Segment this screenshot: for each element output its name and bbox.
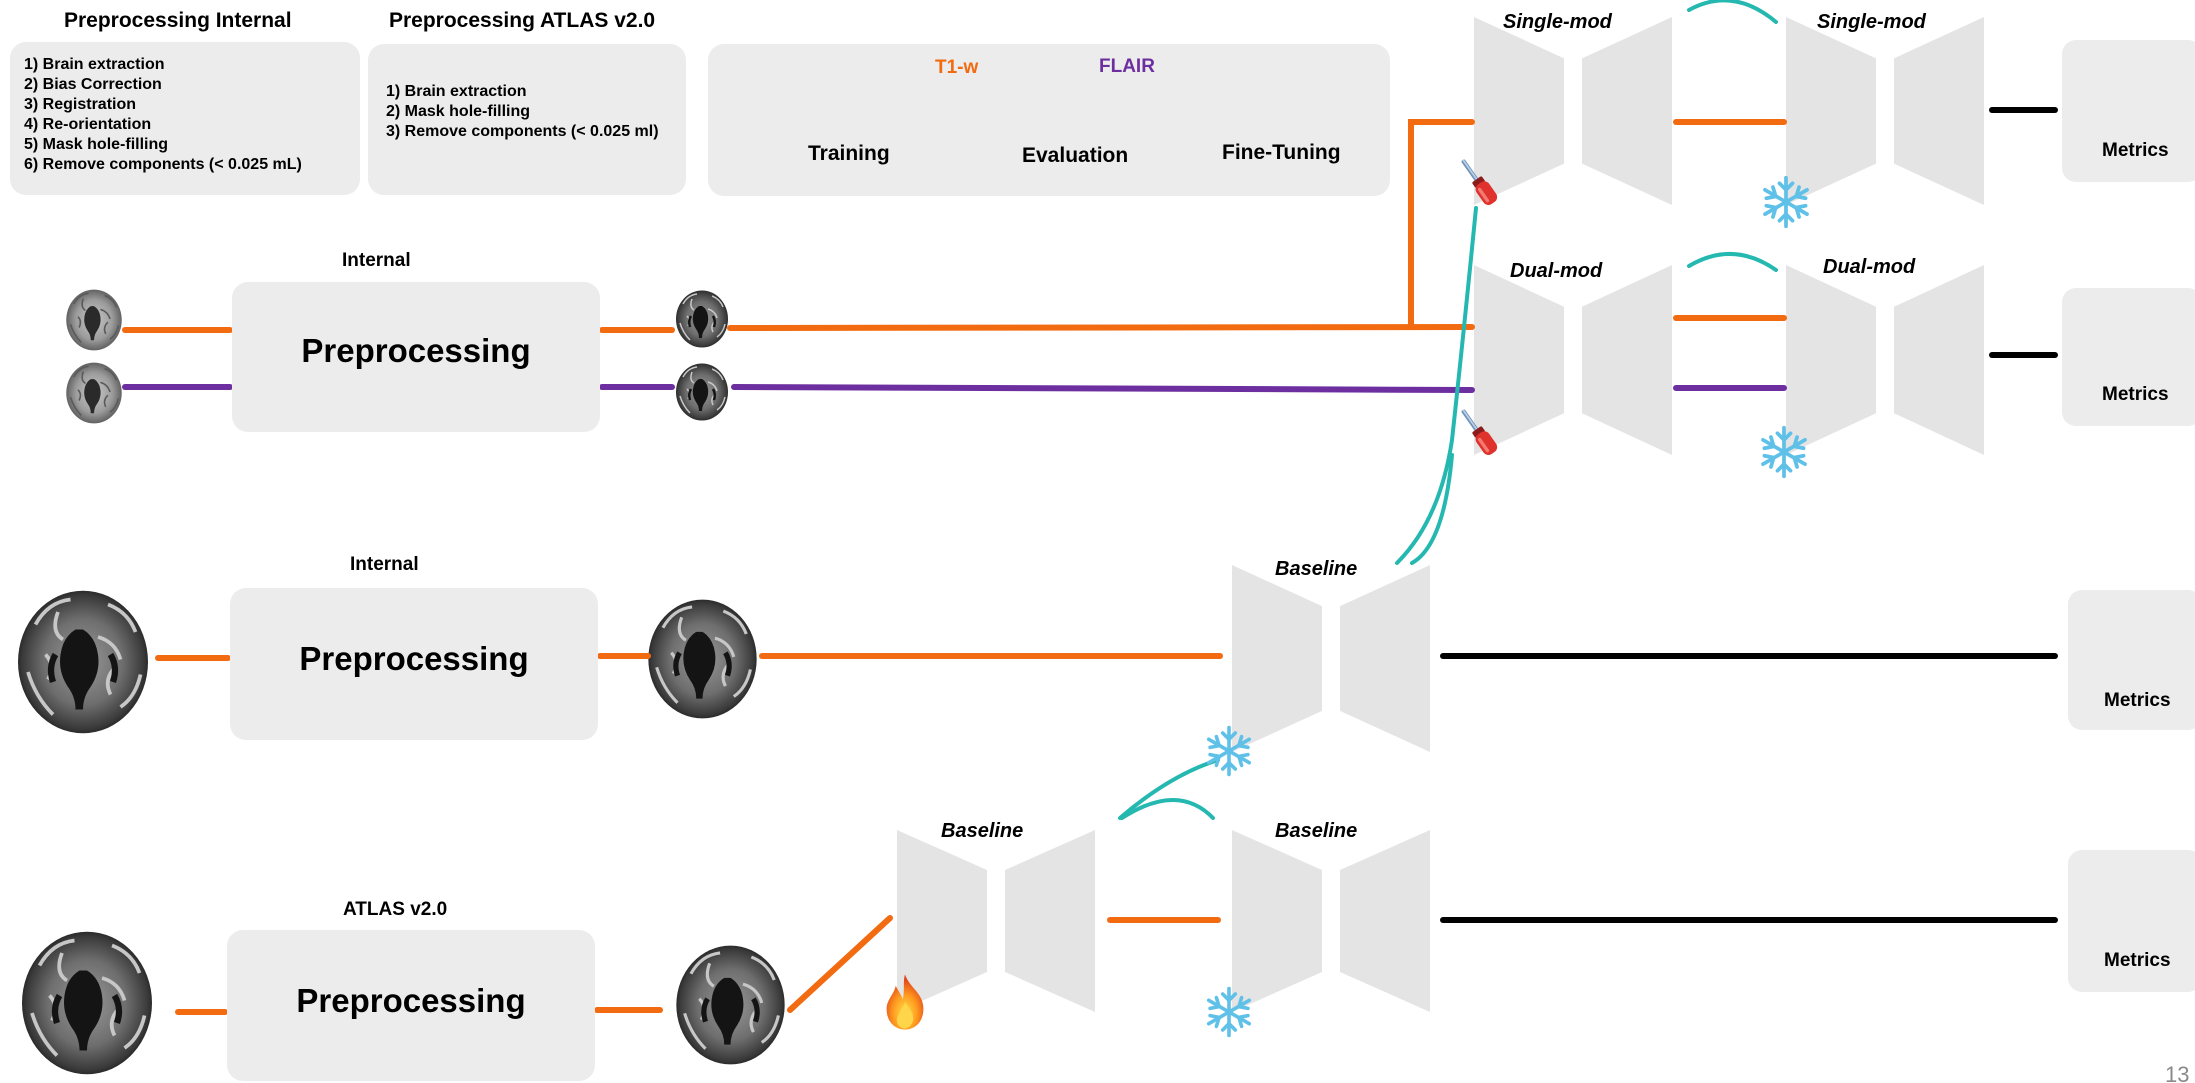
dual-mod-pretrained-net-decoder	[1582, 265, 1672, 455]
brain-scan-icon	[676, 946, 784, 1065]
row2-preprocessing-box: Preprocessing	[230, 588, 598, 740]
single-mod-decoder-label: Single-mod	[1817, 11, 1926, 33]
metrics-label: Metrics	[2102, 384, 2169, 405]
brain-scan-icon	[674, 289, 730, 349]
metrics-box-baseline-atlas: Metrics	[2068, 850, 2195, 992]
brain-scan-icon	[648, 600, 756, 719]
baseline-atlas-train-net-decoder	[1005, 830, 1095, 1012]
single-mod-pretrained-net-encoder	[1474, 17, 1564, 205]
baseline-internal-net-decoder	[1340, 565, 1430, 752]
metrics-box-dual: Metrics	[2062, 288, 2195, 426]
baseline-atlas-train-net-encoder	[897, 830, 987, 1012]
row1-t1-to-net-line	[727, 324, 1475, 331]
internal-step: 3) Registration	[24, 96, 137, 113]
single-mod-pretrained-net-decoder	[1582, 17, 1672, 205]
baseline-to-dual-link	[1410, 453, 1454, 565]
brain-scan-icon	[22, 932, 152, 1075]
row3-preprocessing-box: Preprocessing	[227, 930, 595, 1081]
baseline-internal-net-encoder	[1232, 565, 1322, 752]
baseline-internal-label: Baseline	[1275, 558, 1358, 580]
internal-step: 2) Bias Correction	[24, 76, 162, 93]
internal-steps-list: 1) Brain extraction 2) Bias Correction 3…	[24, 55, 302, 175]
row1-t1-branch-to-single	[1408, 119, 1475, 330]
legend-finetuning-label: Fine-Tuning	[1222, 141, 1341, 164]
page-number: 13	[2165, 1062, 2190, 1083]
metrics-label: Metrics	[2102, 140, 2169, 161]
panel-internal-box: 1) Brain extraction 2) Bias Correction 3…	[10, 42, 360, 195]
row2-preprocessing-label: Preprocessing	[299, 640, 529, 677]
brain-scan-icon	[65, 288, 123, 352]
legend-training-label: Training	[808, 142, 890, 165]
dual-mod-finetuned-net-encoder	[1786, 265, 1876, 455]
row1-preprocessing-box: Preprocessing	[232, 282, 600, 432]
metrics-label: Metrics	[2104, 690, 2171, 711]
single-mod-weight-link	[1687, 0, 1778, 24]
baseline-atlas-eval-net-encoder	[1232, 830, 1322, 1012]
internal-step: 5) Mask hole-filling	[24, 136, 169, 153]
legend-box	[708, 44, 1390, 196]
baseline-atlas-eval-net-decoder	[1340, 830, 1430, 1012]
row1-flair-to-net-line	[731, 384, 1475, 393]
internal-step: 1) Brain extraction	[24, 56, 165, 73]
row3-source-label: ATLAS v2.0	[343, 899, 448, 920]
panel-atlas-title: Preprocessing ATLAS v2.0	[389, 9, 656, 32]
atlas-step: 3) Remove components (< 0.025 ml)	[386, 123, 659, 140]
dual-mod-weight-link	[1687, 252, 1778, 272]
atlas-step: 1) Brain extraction	[386, 83, 527, 100]
row1-preprocessing-label: Preprocessing	[301, 332, 531, 369]
legend-t1-label: T1-w	[935, 57, 979, 78]
panel-atlas-box: 1) Brain extraction 2) Mask hole-filling…	[368, 44, 686, 195]
single-mod-finetuned-net-decoder	[1894, 17, 1984, 205]
baseline-to-single-link	[1395, 206, 1478, 565]
row1-source-label: Internal	[342, 250, 411, 271]
dual-mod-finetuned-net-decoder	[1894, 265, 1984, 455]
baseline-atlas-eval-label: Baseline	[1275, 820, 1358, 842]
panel-internal-title: Preprocessing Internal	[64, 9, 292, 32]
row3-preprocessing-label: Preprocessing	[296, 982, 526, 1019]
metrics-box-baseline-internal: Metrics	[2068, 590, 2195, 730]
dual-mod-encoder-label: Dual-mod	[1510, 260, 1603, 282]
single-mod-encoder-label: Single-mod	[1503, 11, 1612, 33]
baseline-weight-link	[1120, 798, 1215, 820]
dual-mod-pretrained-net-encoder	[1474, 265, 1564, 455]
legend-evaluation-label: Evaluation	[1022, 144, 1129, 167]
row2-source-label: Internal	[350, 554, 419, 575]
metrics-box-single: Metrics	[2062, 40, 2195, 182]
brain-scan-icon	[18, 591, 148, 734]
internal-step: 6) Remove components (< 0.025 mL)	[24, 156, 302, 173]
dual-mod-decoder-label: Dual-mod	[1823, 256, 1916, 278]
row3-to-baseline-line	[787, 915, 893, 1013]
atlas-step: 2) Mask hole-filling	[386, 103, 531, 120]
brain-scan-icon	[674, 362, 730, 422]
atlas-steps-list: 1) Brain extraction 2) Mask hole-filling…	[386, 82, 659, 142]
brain-scan-icon	[65, 361, 123, 425]
metrics-label: Metrics	[2104, 950, 2171, 971]
baseline-atlas-train-label: Baseline	[941, 820, 1024, 842]
legend-flair-label: FLAIR	[1099, 56, 1155, 77]
internal-step: 4) Re-orientation	[24, 116, 152, 133]
single-mod-finetuned-net-encoder	[1786, 17, 1876, 205]
